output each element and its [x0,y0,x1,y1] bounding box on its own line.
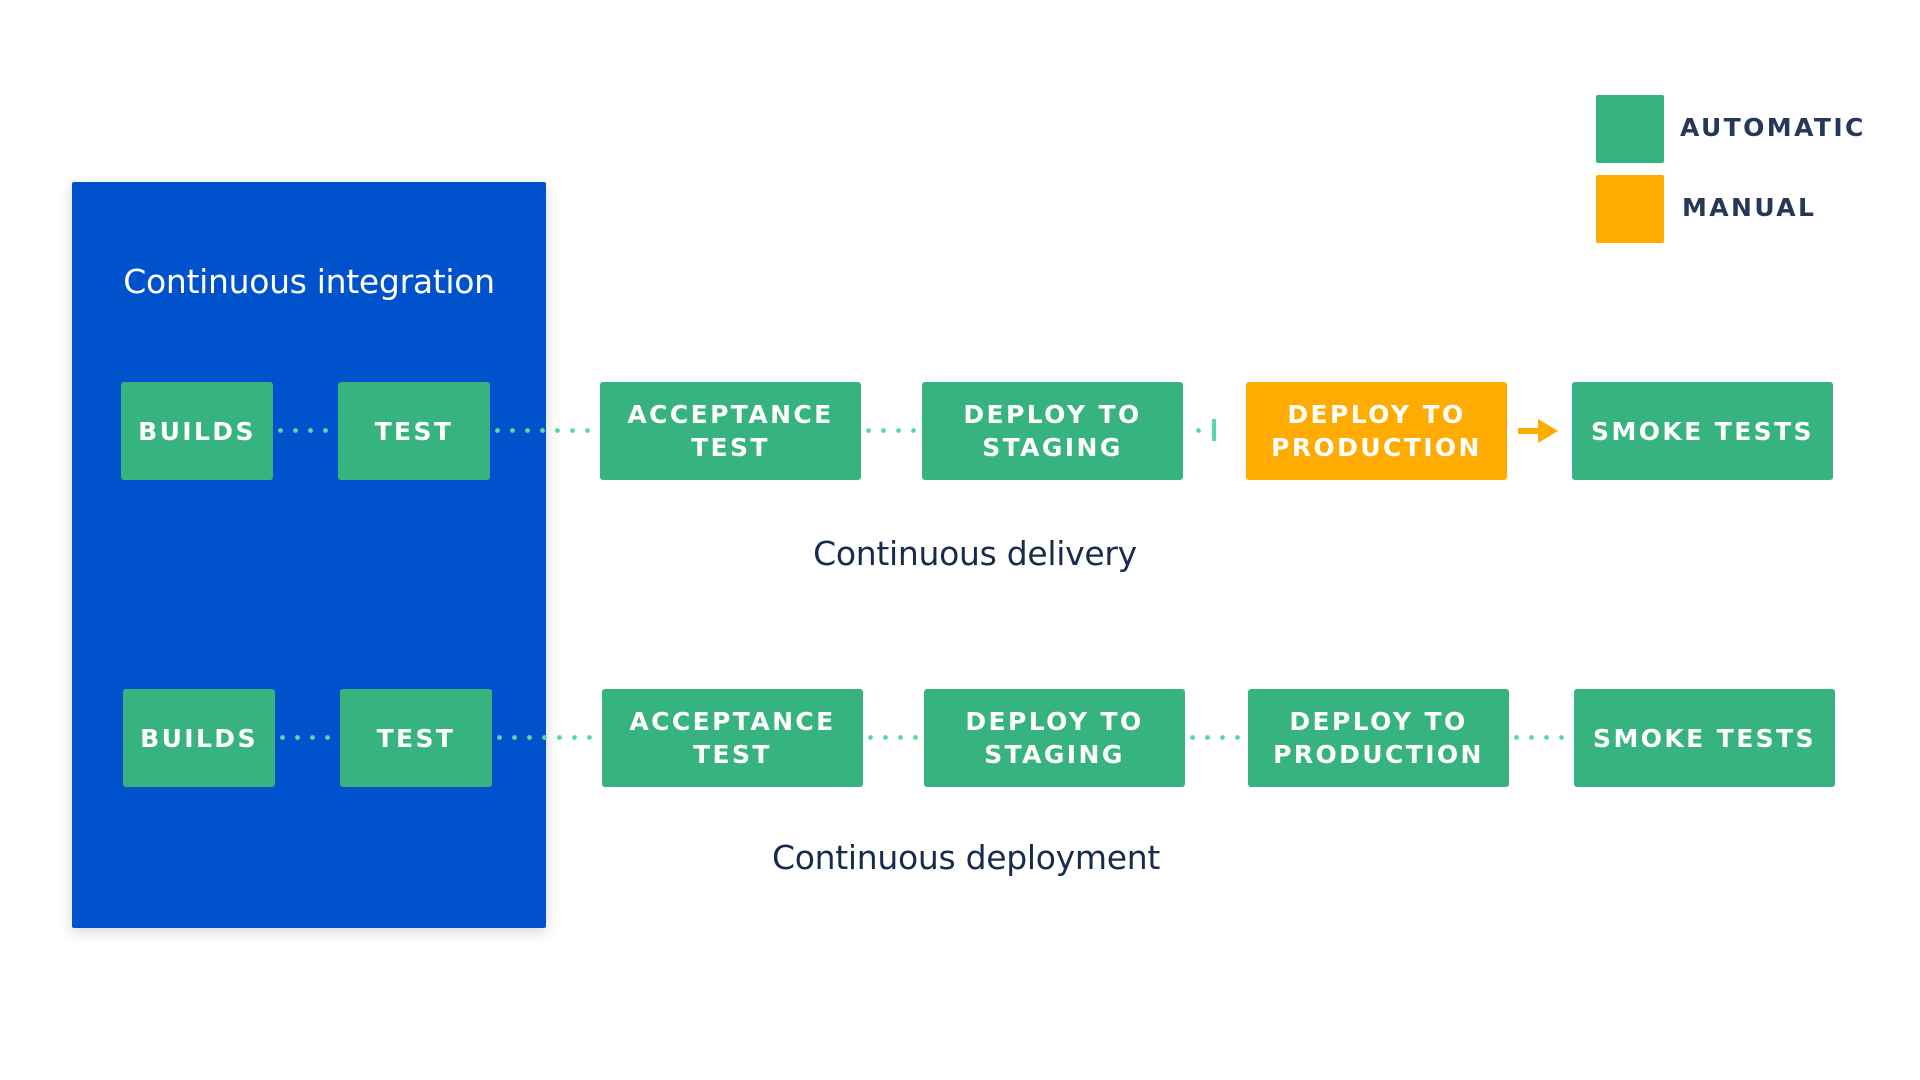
legend-manual-label: MANUAL [1682,193,1817,222]
deployment-connector-acceptance-staging [863,735,924,740]
delivery-deploy-staging-box: DEPLOY TO STAGING [922,382,1183,480]
deployment-test-box: TEST [340,689,492,787]
delivery-arrow-icon [1518,419,1560,443]
delivery-builds-box: BUILDS [121,382,273,480]
deployment-connector-production-smoke [1509,735,1574,740]
delivery-connector-builds-test [273,428,338,433]
continuous-deployment-caption: Continuous deployment [772,838,1160,877]
delivery-connector-acceptance-staging [861,428,922,433]
deployment-builds-box: BUILDS [123,689,275,787]
legend-automatic-label: AUTOMATIC [1680,113,1866,142]
deployment-connector-staging-production [1185,735,1248,740]
legend-automatic-swatch [1596,95,1664,163]
delivery-connector-test-acceptance [490,428,600,433]
delivery-connector-staging-gate [1191,428,1207,433]
legend-manual-swatch [1596,175,1664,243]
delivery-manual-gate-bar [1212,419,1216,441]
deployment-acceptance-test-box: ACCEPTANCE TEST [602,689,863,787]
deployment-deploy-staging-box: DEPLOY TO STAGING [924,689,1185,787]
continuous-integration-title: Continuous integration [123,262,495,301]
delivery-test-box: TEST [338,382,490,480]
deployment-connector-test-acceptance [492,735,602,740]
deployment-smoke-tests-box: SMOKE TESTS [1574,689,1835,787]
continuous-integration-panel [72,182,546,928]
delivery-acceptance-test-box: ACCEPTANCE TEST [600,382,861,480]
delivery-smoke-tests-box: SMOKE TESTS [1572,382,1833,480]
continuous-delivery-caption: Continuous delivery [813,534,1137,573]
deployment-deploy-production-box: DEPLOY TO PRODUCTION [1248,689,1509,787]
delivery-deploy-production-box: DEPLOY TO PRODUCTION [1246,382,1507,480]
deployment-connector-builds-test [275,735,340,740]
